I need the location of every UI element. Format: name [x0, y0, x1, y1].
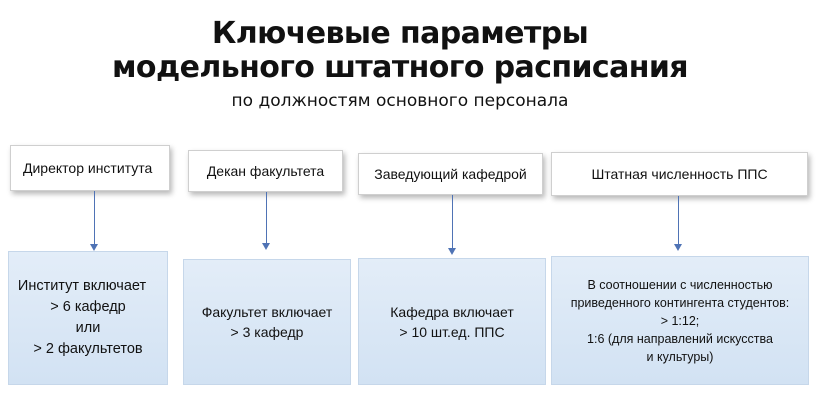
connector-4 [678, 196, 679, 244]
header-department-head: Заведующий кафедрой [358, 153, 543, 195]
panel-staff-ratio-line: В соотношении с численностью [587, 277, 773, 292]
panel-department-line: > 10 шт.ед. ППС [399, 323, 505, 340]
connector-1 [94, 191, 95, 244]
arrowhead-4 [674, 244, 682, 251]
connector-2 [266, 192, 267, 243]
panel-staff-ratio: В соотношении с численностью приведенног… [551, 256, 809, 385]
panel-institute-line: > 2 факультетов [33, 341, 143, 357]
panel-institute-line: > 6 кафедр [50, 299, 126, 315]
panel-institute-line: Институт включает [17, 278, 147, 294]
header-director: Директор института [10, 145, 170, 191]
panel-faculty: Факультет включает > 3 кафедр [183, 259, 351, 385]
header-director-label: Директор института [23, 160, 153, 176]
header-staff-count: Штатная численность ППС [551, 152, 808, 196]
panel-staff-ratio-line: > 1:12; [660, 313, 700, 328]
header-department-head-label: Заведующий кафедрой [374, 166, 527, 182]
panel-faculty-line: Факультет включает [201, 304, 333, 320]
panel-staff-ratio-line: и культуры) [646, 349, 714, 364]
arrowhead-3 [448, 248, 456, 255]
panel-staff-ratio-line: приведенного контингента студентов: [570, 295, 790, 310]
panel-faculty-line: > 3 кафедр [230, 324, 304, 340]
panel-institute-line: или [75, 320, 101, 336]
arrowhead-1 [90, 244, 98, 251]
panel-department-line: Кафедра включает [390, 303, 514, 320]
title-line-1: Ключевые параметры [211, 16, 589, 51]
connector-3 [452, 195, 453, 248]
title-line-2: модельного штатного расписания [112, 50, 689, 85]
panel-institute: Институт включает > 6 кафедр или > 2 фак… [8, 251, 168, 385]
header-dean-label: Декан факультета [206, 163, 325, 179]
arrowhead-2 [262, 243, 270, 250]
header-staff-count-label: Штатная численность ППС [591, 166, 768, 182]
subtitle: по должностям основного персонала [231, 91, 569, 111]
panel-department: Кафедра включает > 10 шт.ед. ППС [358, 258, 546, 385]
panel-staff-ratio-line: 1:6 (для направлений искусства [587, 331, 773, 346]
header-dean: Декан факультета [188, 150, 343, 192]
